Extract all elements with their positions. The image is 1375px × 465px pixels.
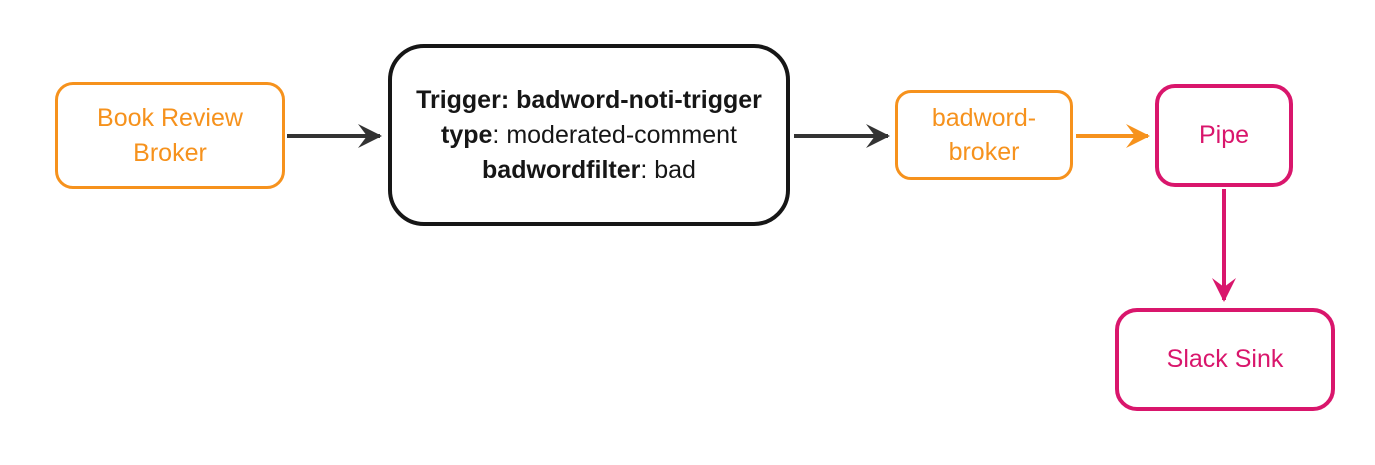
trigger-filter-value: : bad — [640, 155, 696, 184]
node-trigger-details: Trigger: badword-noti-trigger type: mode… — [388, 44, 790, 226]
trigger-line-3: badwordfilter: bad — [482, 153, 696, 188]
node-slack-sink: Slack Sink — [1115, 308, 1335, 411]
node-badword-broker: badword-broker — [895, 90, 1073, 180]
node-pipe: Pipe — [1155, 84, 1293, 187]
node-label: Book Review Broker — [97, 103, 243, 167]
node-label: Pipe — [1198, 121, 1250, 149]
node-label: Slack Sink — [1166, 345, 1284, 373]
trigger-line-2: type: moderated-comment — [441, 118, 737, 153]
node-label: badword-broker — [931, 104, 1037, 166]
trigger-type-value: : moderated-comment — [492, 120, 737, 149]
trigger-name: Trigger: badword-noti-trigger — [416, 85, 762, 114]
trigger-line-1: Trigger: badword-noti-trigger — [416, 83, 762, 118]
node-book-review-broker: Book Review Broker — [55, 82, 285, 189]
trigger-type-key: type — [441, 120, 493, 149]
trigger-filter-key: badwordfilter — [482, 155, 641, 184]
